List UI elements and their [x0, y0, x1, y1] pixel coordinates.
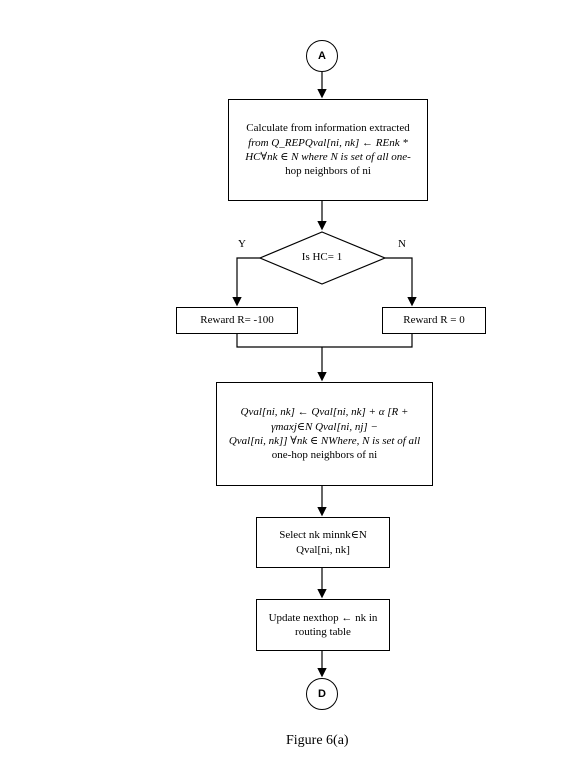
step3-box: Select nk minnk∈N Qval[ni, nk]	[256, 517, 390, 568]
start-connector: A	[306, 40, 338, 72]
arrow-yes-branch	[232, 257, 260, 307]
step4-box: Update nexthop ← nk in routing table	[256, 599, 390, 651]
step2-line1: Qval[ni, nk] ← Qval[ni, nk] + α [R +	[240, 406, 409, 419]
end-connector: D	[306, 678, 338, 710]
arrow-no-branch	[385, 257, 417, 307]
step4-line1: Update nexthop ← nk in	[268, 611, 378, 624]
step1-line1: Calculate from information extracted	[246, 122, 410, 135]
step1-line3: HC∀nk ∈ N where N is set of all one-	[245, 151, 411, 163]
figure-caption: Figure 6(a)	[286, 733, 349, 748]
step3-text: Select nk minnk∈N Qval[ni, nk]	[279, 529, 367, 556]
step4-line2: routing table	[295, 626, 351, 638]
step1-line4: hop neighbors of ni	[285, 165, 371, 178]
reward-right-box: Reward R = 0	[382, 307, 486, 334]
step2-line4: one-hop neighbors of ni	[271, 449, 378, 462]
reward-left-box: Reward R= -100	[176, 307, 298, 334]
step1-box: Calculate from information extracted fro…	[228, 99, 428, 201]
step2-line2: γmaxj∈N Qval[ni, nj] −	[271, 420, 378, 433]
step2-box: Qval[ni, nk] ← Qval[ni, nk] + α [R + γma…	[216, 382, 433, 486]
merge-line	[236, 334, 413, 348]
step2-line3: Qval[ni, nk]] ∀nk ∈ NWhere, N is set of …	[228, 435, 421, 447]
step1-line2: from Q_REPQval[ni, nk] ← REnk *	[248, 136, 408, 149]
decision-diamond	[258, 231, 387, 285]
no-label: N	[398, 238, 406, 250]
yes-label: Y	[238, 238, 246, 250]
decision-label: Is HC= 1	[301, 251, 343, 263]
